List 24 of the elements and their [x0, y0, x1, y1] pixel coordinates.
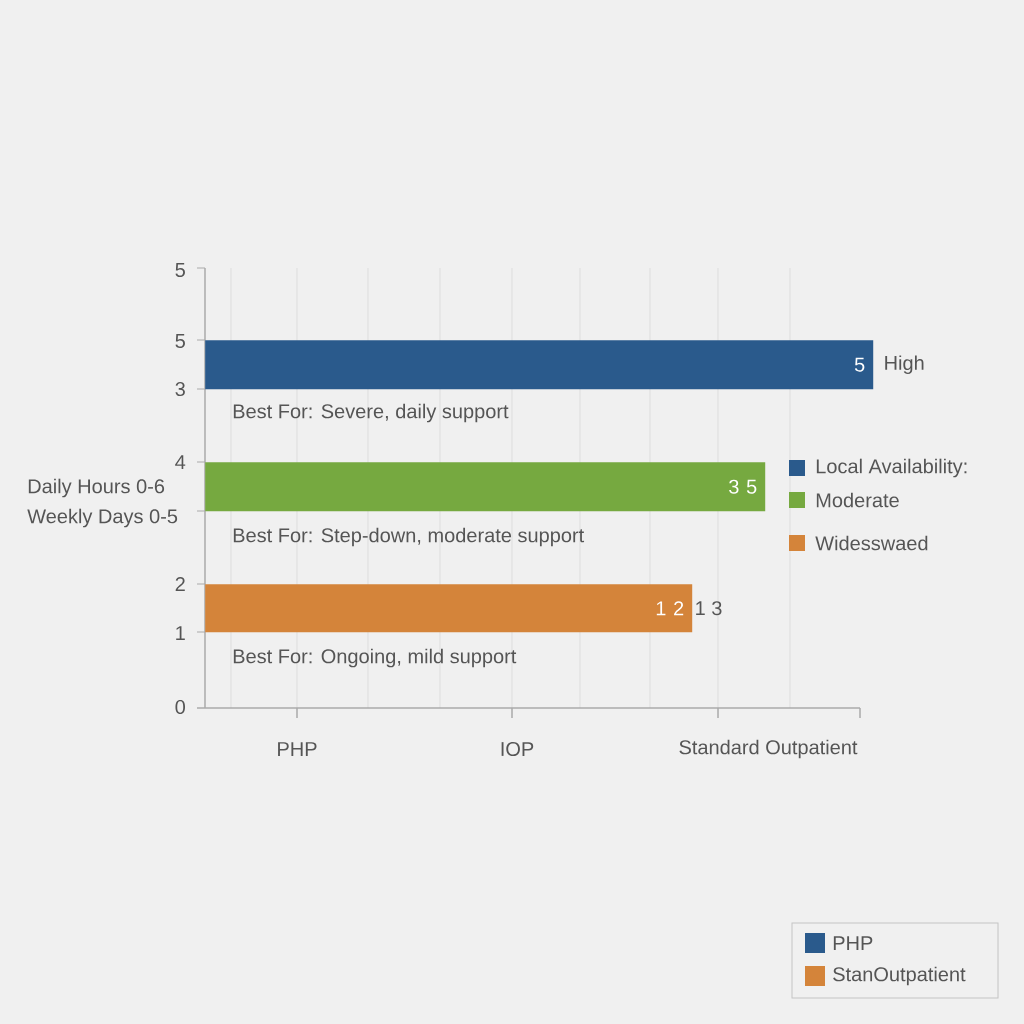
legend-label: Local Availability: [816, 458, 967, 478]
tick-label: 4 [175, 455, 186, 469]
legend-label: StanOutpatient [833, 966, 966, 986]
axis-title: Daily Hours 0-6 [28, 478, 165, 498]
value-label: High [885, 355, 924, 375]
bar: 1 2 [205, 584, 693, 633]
annotation: Best For: Step-down, moderate support [233, 527, 585, 547]
axis-title: Weekly Days 0-5 [27, 508, 178, 528]
tick-label: 2 [175, 577, 185, 591]
category-label: Standard Outpatient [679, 739, 858, 759]
tick-label: 1 [176, 626, 185, 640]
legend-label: PHP [833, 936, 873, 950]
category-label: IOP [501, 741, 534, 757]
bar: 5 [205, 340, 874, 390]
legend-label: Widesswaed [815, 535, 928, 551]
annotation: Best For: Severe, daily support [233, 403, 509, 423]
tick-label: 0 [175, 699, 185, 715]
tick-label: 5 [175, 334, 185, 348]
tick-label: 3 [175, 381, 185, 397]
value-label: 1 3 [696, 601, 722, 616]
category-label: PHP [278, 742, 317, 756]
bar: 3 5 [205, 462, 766, 512]
legend-label: Moderate [816, 492, 899, 508]
tick-label: 5 [175, 263, 185, 277]
